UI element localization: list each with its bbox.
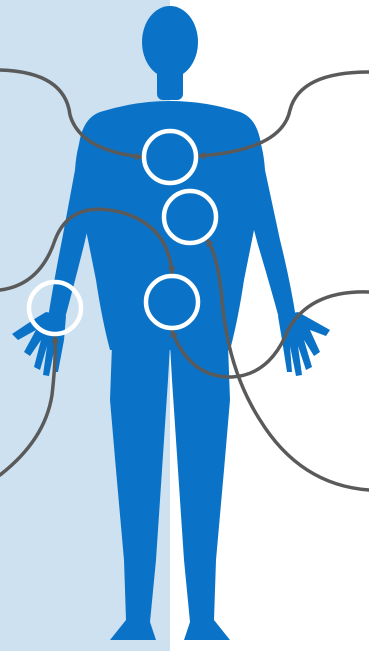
head [142, 6, 198, 78]
torso [78, 101, 262, 350]
neck [157, 68, 183, 100]
